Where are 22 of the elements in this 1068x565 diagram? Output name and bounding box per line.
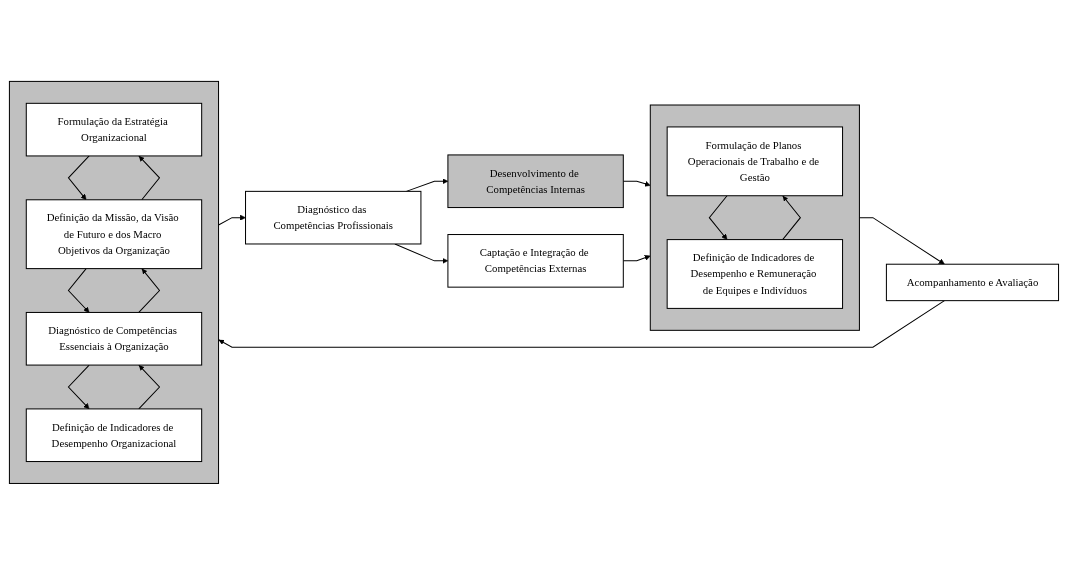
arrow <box>138 364 161 410</box>
arrow <box>708 195 728 240</box>
node-box: Definição de Indicadores de Desempenho Organizacional <box>25 408 203 463</box>
node-box: Definição de Indicadores de Desempenho e Remuneração de Equipes e Indivíduos <box>666 239 844 309</box>
arrow <box>218 214 246 226</box>
node-box: Acompanhamento e Avaliação <box>885 263 1060 302</box>
arrow <box>782 195 802 241</box>
arrow <box>138 268 161 313</box>
node-box: Desenvolvimento de Competências Internas <box>447 154 624 209</box>
node-box: Definição da Missão, da Visão de Futuro e dos Macro Objetivos da Organização <box>25 199 203 270</box>
arrow <box>67 364 90 410</box>
node-box: Diagnóstico de Competências Essenciais à Organização <box>25 312 203 366</box>
node-box: Formulação de Planos Operacionais de Trabalho e de Gestão <box>666 126 844 197</box>
arrow <box>67 268 90 313</box>
cluster <box>649 104 860 331</box>
node-box: Captação e Integração de Competências Externas <box>447 234 624 288</box>
arrow <box>67 155 90 201</box>
node-box: Diagnóstico das Competências Profissionais <box>245 190 422 245</box>
node-box: Formulação da Estratégia Organizacional <box>25 102 203 157</box>
arrow <box>138 155 161 201</box>
cluster <box>8 80 220 485</box>
arrow <box>218 300 945 348</box>
